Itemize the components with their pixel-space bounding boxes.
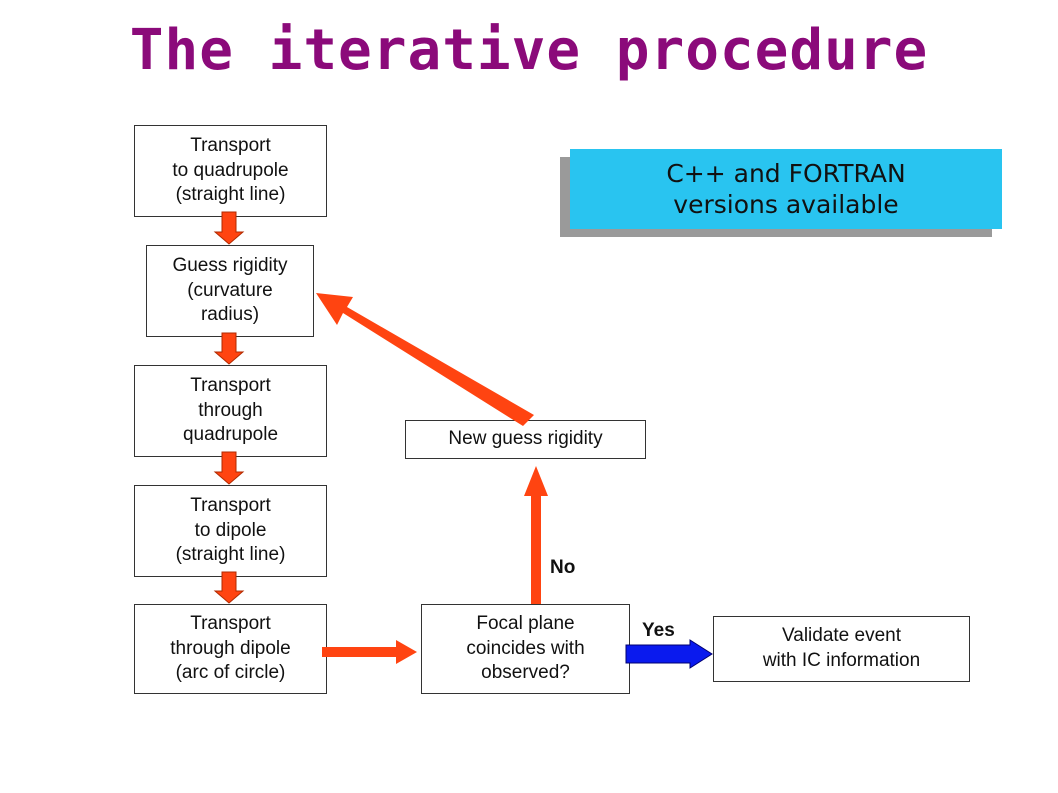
- transport-through-dipole-box: Transport through dipole (arc of circle): [134, 604, 327, 694]
- arrow-down-1: [213, 211, 245, 245]
- guess-rigidity-box: Guess rigidity (curvature radius): [146, 245, 314, 337]
- arrow-down-3: [213, 451, 245, 485]
- no-label: No: [550, 557, 576, 578]
- arrow-down-2: [213, 332, 245, 365]
- focal-plane-check-box: Focal plane coincides with observed?: [421, 604, 630, 694]
- arrow-down-4: [213, 571, 245, 604]
- new-guess-rigidity-box: New guess rigidity: [405, 420, 646, 459]
- validate-event-box: Validate event with IC information: [713, 616, 970, 682]
- versions-banner: C++ and FORTRAN versions available: [570, 149, 1002, 229]
- arrow-right-yes: [625, 639, 713, 669]
- arrow-diagonal-back: [316, 293, 534, 426]
- arrow-right-to-focal: [322, 640, 417, 664]
- yes-label: Yes: [642, 620, 675, 641]
- transport-to-dipole-box: Transport to dipole (straight line): [134, 485, 327, 577]
- transport-to-quadrupole-box: Transport to quadrupole (straight line): [134, 125, 327, 217]
- page-title: The iterative procedure: [129, 18, 929, 83]
- arrow-up-no: [524, 466, 548, 604]
